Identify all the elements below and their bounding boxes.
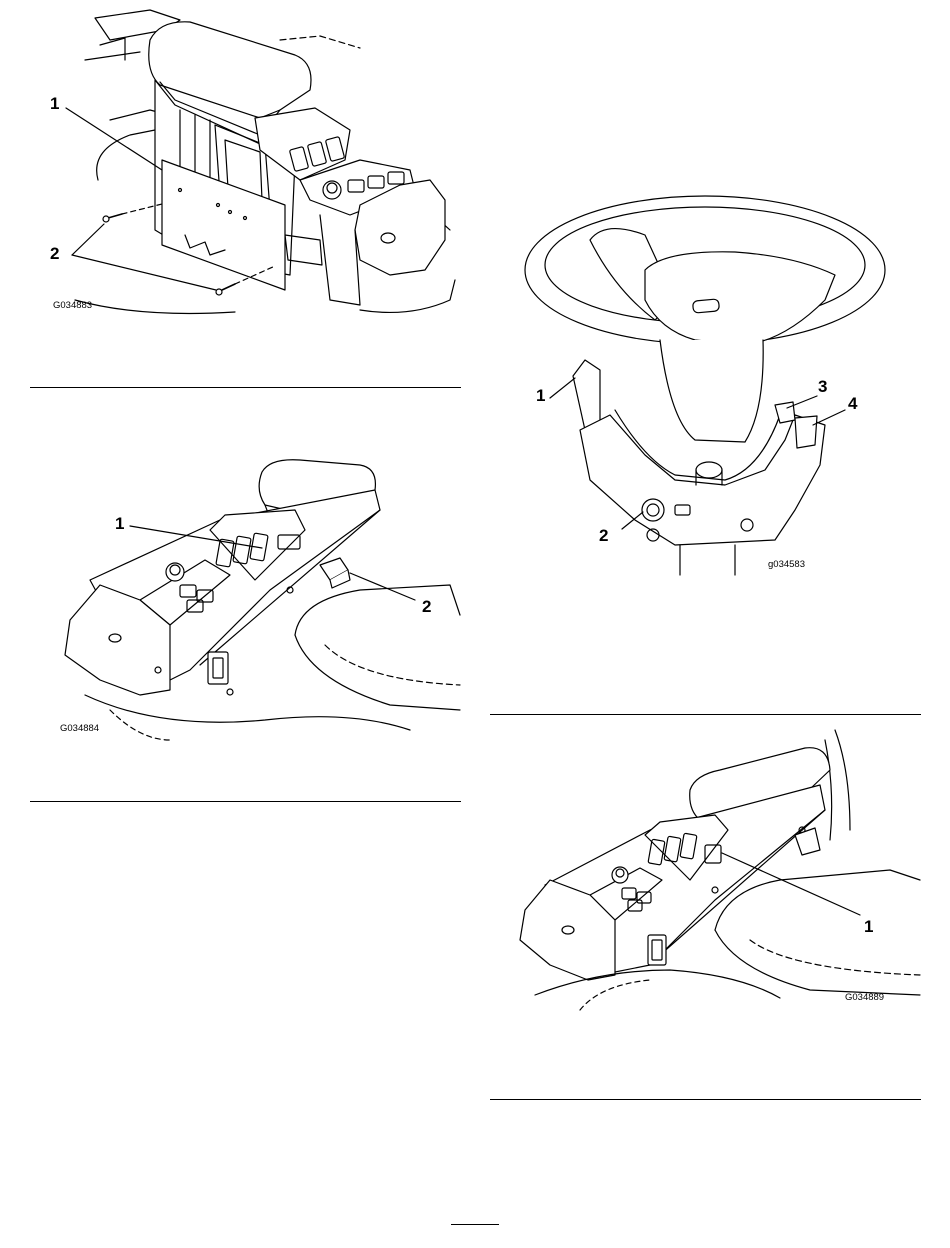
fig4-callout-1: 1: [864, 918, 873, 935]
console-switch-illustration: [490, 730, 920, 1010]
figure-g034884: 1 2 G034884: [30, 440, 460, 740]
fig3-callout-4: 4: [848, 395, 857, 412]
divider-rule: [30, 801, 461, 802]
fig1-figure-id: G034883: [53, 301, 92, 311]
figure-g034883: 1 2 G034883: [30, 0, 460, 330]
console-cover-illustration: [30, 0, 460, 330]
fig2-callout-1: 1: [115, 515, 124, 532]
page-number-rule: [451, 1224, 499, 1225]
divider-rule: [490, 1099, 921, 1100]
fig3-callout-2: 2: [599, 527, 608, 544]
divider-rule: [490, 714, 921, 715]
divider-rule: [30, 387, 461, 388]
fig3-callout-1: 1: [536, 387, 545, 404]
fig2-figure-id: G034884: [60, 724, 99, 734]
steering-wheel-illustration: [495, 180, 925, 580]
fig3-figure-id: g034583: [768, 560, 805, 570]
figure-g034889: 1 G034889: [490, 730, 920, 1010]
console-side-illustration: [30, 440, 460, 740]
figure-g034583: 1 2 3 4 g034583: [495, 180, 925, 580]
fig1-callout-2: 2: [50, 245, 59, 262]
fig1-callout-1: 1: [50, 95, 59, 112]
fig4-figure-id: G034889: [845, 993, 884, 1003]
fig3-callout-3: 3: [818, 378, 827, 395]
fig2-callout-2: 2: [422, 598, 431, 615]
